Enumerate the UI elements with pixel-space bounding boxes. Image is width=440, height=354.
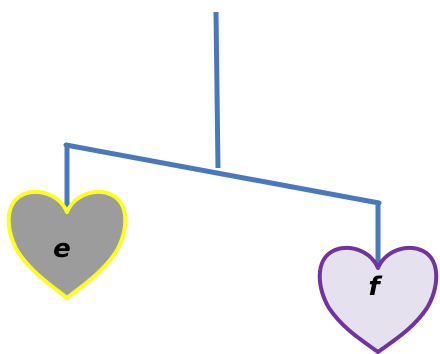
right-heart-shape bbox=[317, 245, 439, 354]
balance-beam bbox=[63, 142, 382, 206]
left-heart-shape bbox=[6, 189, 128, 300]
right-heart-label: f bbox=[368, 272, 383, 302]
right-heart: f bbox=[317, 245, 439, 354]
top-hanging-string bbox=[213, 11, 221, 169]
left-heart: e bbox=[6, 189, 128, 300]
left-heart-label: e bbox=[53, 234, 71, 264]
